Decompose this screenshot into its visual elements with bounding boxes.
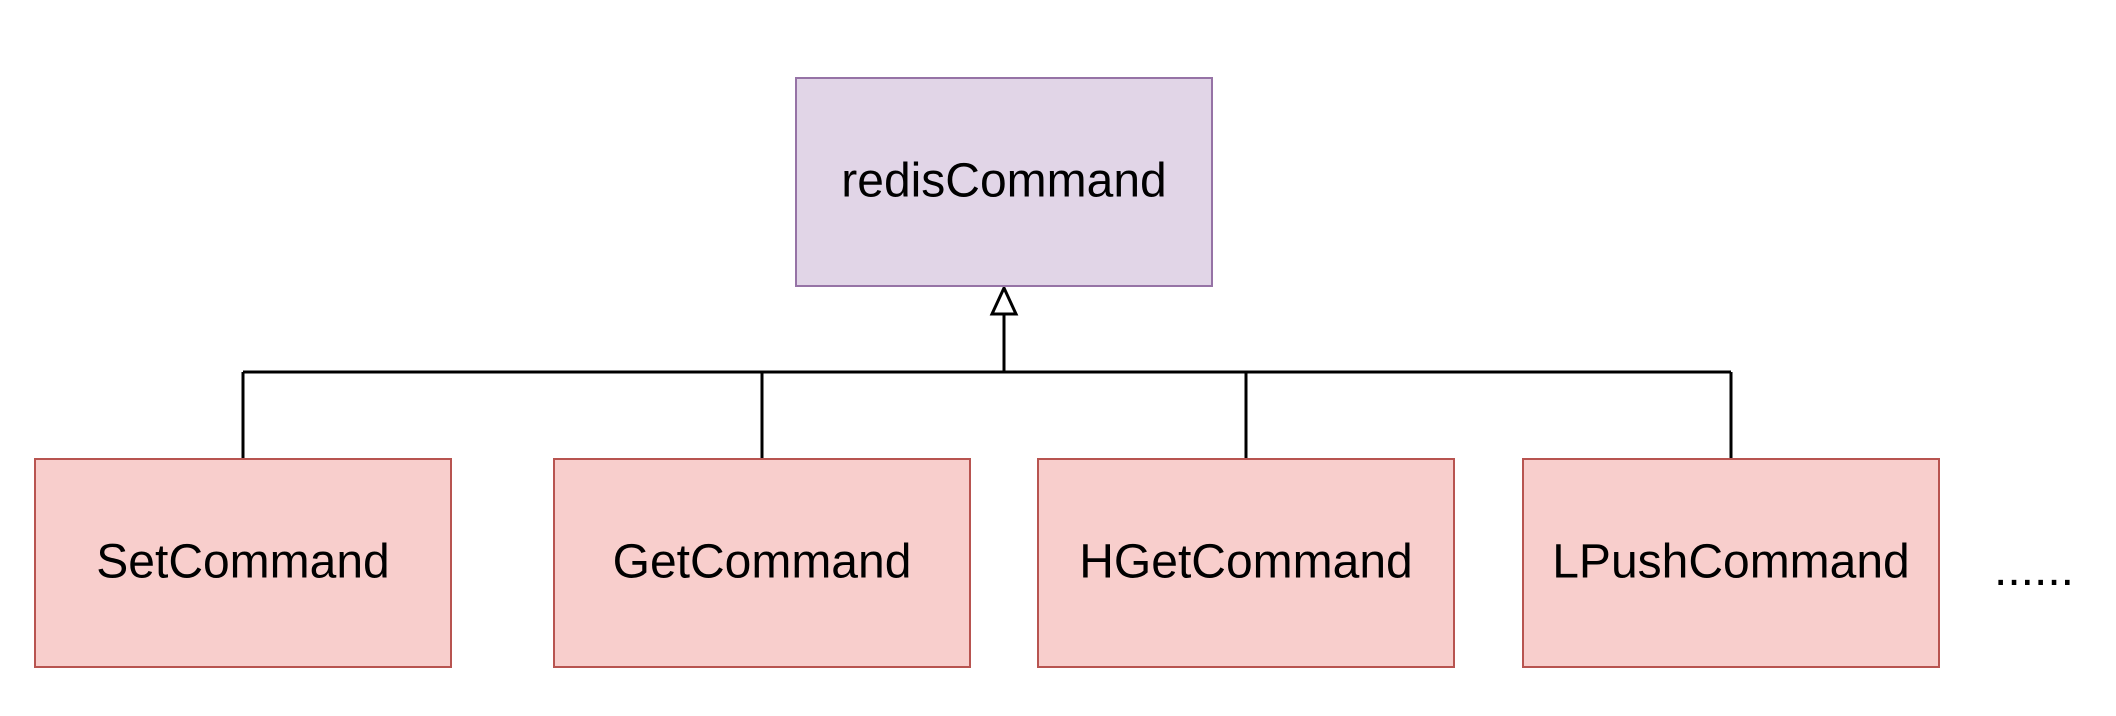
parent-node-label: redisCommand (841, 155, 1166, 208)
parent-node-rediscommand[interactable]: redisCommand (795, 77, 1213, 287)
child-node-label: LPushCommand (1552, 536, 1910, 589)
child-node-label: HGetCommand (1079, 536, 1412, 589)
inheritance-arrowhead (989, 284, 1019, 316)
child-node-setcommand[interactable]: SetCommand (34, 458, 452, 668)
more-items-ellipsis: ...... (1994, 543, 2074, 596)
child-node-box (553, 458, 971, 668)
child-node-getcommand[interactable]: GetCommand (553, 458, 971, 668)
inheritance-connectors (241, 314, 1733, 459)
child-node-lpushcommand[interactable]: LPushCommand (1522, 458, 1940, 668)
child-node-label: GetCommand (613, 536, 912, 589)
child-node-box (1037, 458, 1455, 668)
child-node-hgetcommand[interactable]: HGetCommand (1037, 458, 1455, 668)
parent-node-box (795, 77, 1213, 287)
child-node-box (1522, 458, 1940, 668)
child-node-label: SetCommand (96, 536, 389, 589)
child-node-box (34, 458, 452, 668)
